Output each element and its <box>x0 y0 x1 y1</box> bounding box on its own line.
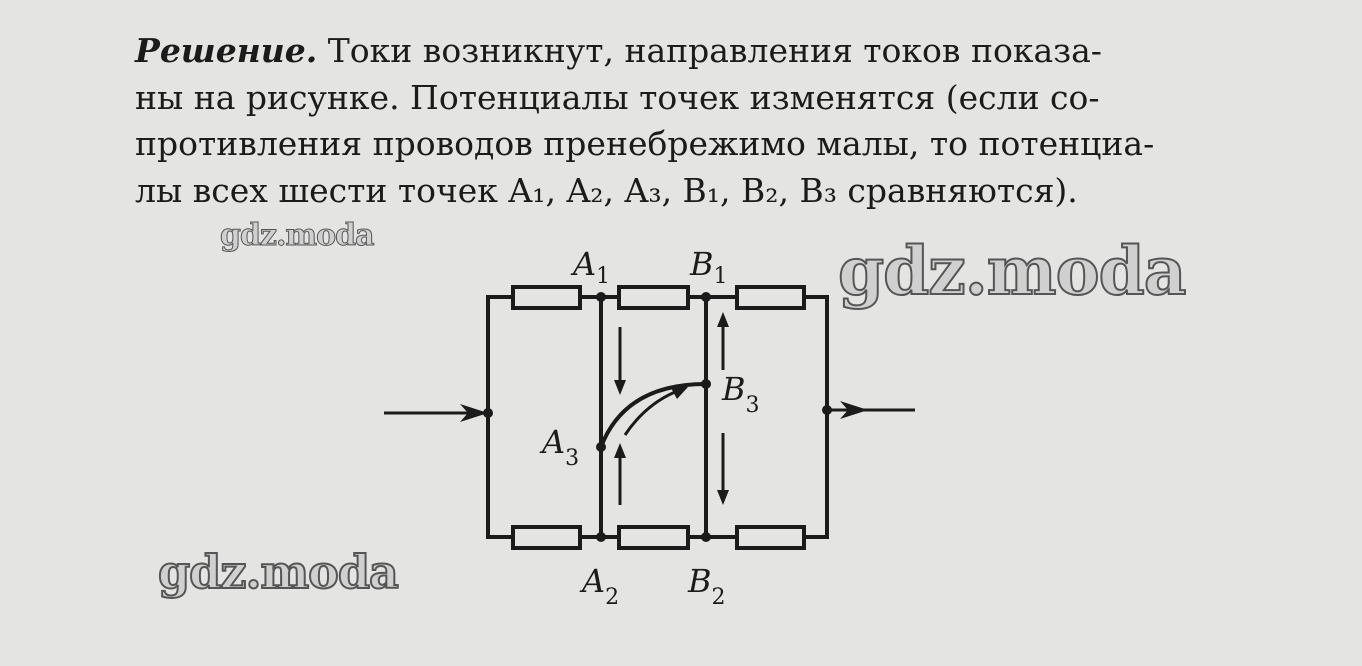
solution-heading: Решение. <box>135 31 318 70</box>
node-dot <box>701 292 711 302</box>
node-dot <box>483 408 493 418</box>
label-a2: A2 <box>579 562 619 610</box>
node-dot <box>701 379 711 389</box>
solution-line-4: лы всех шести точек A₁, A₂, A₃, B₁, B₂, … <box>135 170 1078 210</box>
resistor <box>617 285 690 310</box>
resistor <box>735 525 806 550</box>
arrow-up-icon <box>717 312 729 327</box>
watermark: gdz.moda <box>220 218 376 254</box>
arrow-down-icon <box>717 490 729 505</box>
wire-left <box>486 295 513 539</box>
solution-text: Решение. Токи возникнут, направления ток… <box>135 28 1305 214</box>
watermark: gdz.moda <box>157 544 400 600</box>
wire-right <box>804 295 829 539</box>
label-b3: B3 <box>721 370 760 418</box>
node-dot <box>701 532 711 542</box>
arrow-up-icon <box>614 443 626 458</box>
label-b2: B2 <box>687 562 726 610</box>
solution-line-3: противления проводов пренебрежимо малы, … <box>135 124 1155 163</box>
node-dot <box>822 405 832 415</box>
resistor <box>511 285 582 310</box>
arrow-out-icon <box>840 401 868 419</box>
resistor <box>617 525 690 550</box>
arrow-down-icon <box>614 380 626 395</box>
solution-line-2: ны на рисунке. Потенциалы точек изменятс… <box>135 77 1100 117</box>
arrow-curve-icon <box>670 386 688 399</box>
watermark: gdz.moda <box>837 231 1188 311</box>
label-a3: A3 <box>539 423 579 471</box>
node-dot <box>596 292 606 302</box>
label-b1: B1 <box>689 245 728 289</box>
resistor <box>735 285 806 310</box>
wire-a3-b3 <box>599 382 707 448</box>
node-dot <box>596 532 606 542</box>
label-a1: A1 <box>570 245 610 289</box>
solution-line-1: Решение. Токи возникнут, направления ток… <box>135 31 1102 70</box>
arrow-in-icon <box>460 404 488 422</box>
node-dot <box>596 442 606 452</box>
resistor <box>511 525 582 550</box>
